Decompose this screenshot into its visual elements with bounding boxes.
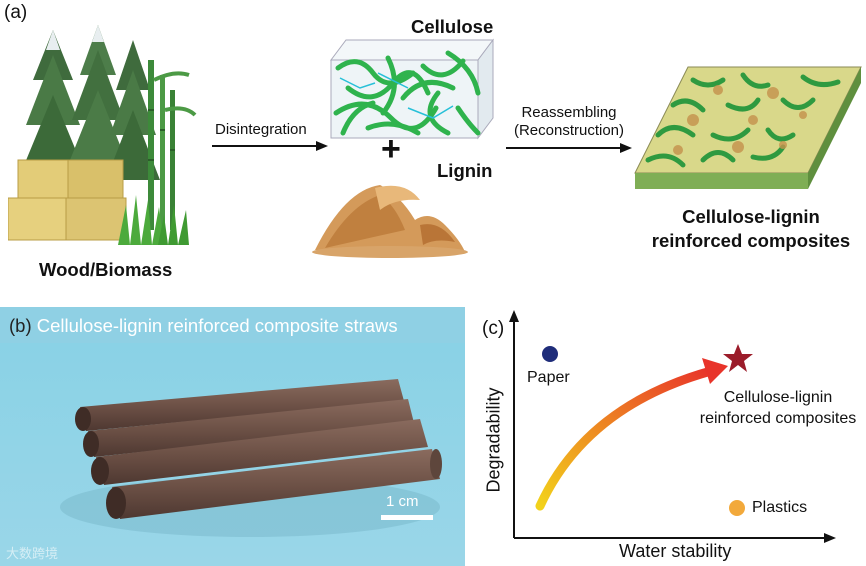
pine-trees: [20, 25, 160, 195]
composite-slab: [634, 66, 862, 189]
disintegration-label: Disintegration: [215, 121, 307, 138]
watermark: 大数跨境: [6, 546, 59, 561]
bamboo: [148, 60, 197, 235]
x-axis-label: Water stability: [619, 541, 732, 561]
photo-caption-text: Cellulose-lignin reinforced composite st…: [36, 315, 398, 336]
straws-photo: (b) Cellulose-lignin reinforced composit…: [0, 307, 465, 566]
straw: [106, 449, 442, 519]
lignin-label: Lignin: [437, 160, 493, 181]
panel-b-letter: (b): [9, 315, 32, 336]
paper-point: [542, 346, 558, 362]
plastics-point: [729, 500, 745, 516]
plastics-label: Plastics: [752, 499, 808, 516]
reassembling-line1: Reassembling: [521, 104, 617, 121]
hay-bales: [8, 159, 127, 241]
panel-c-letter: (c): [482, 318, 505, 339]
target-label: Cellulose-lignin reinforced composites: [690, 387, 866, 429]
straw: [75, 379, 404, 431]
grass: [118, 195, 189, 245]
improvement-arrow: [535, 366, 716, 511]
straws-illustration: [0, 343, 465, 566]
composite-label-line2: reinforced composites: [651, 230, 851, 251]
target-label-line2: reinforced composites: [699, 410, 857, 427]
cellulose-fiber-box: [330, 38, 494, 140]
straw: [83, 399, 414, 457]
paper-label: Paper: [527, 369, 570, 386]
photo-caption: (b) Cellulose-lignin reinforced composit…: [9, 315, 398, 337]
reassembling-label: Reassembling (Reconstruction): [500, 104, 638, 140]
reassembling-arrow: [506, 143, 632, 153]
straw: [91, 419, 428, 485]
composite-label-line1: Cellulose-lignin: [682, 206, 820, 227]
reassembling-line2: (Reconstruction): [513, 122, 625, 139]
disintegration-arrow: [212, 141, 328, 151]
scale-bar: [381, 515, 433, 520]
target-label-line1: Cellulose-lignin: [723, 389, 833, 406]
y-axis-arrowhead: [509, 310, 519, 322]
target-star: [723, 344, 753, 372]
wood-biomass-label: Wood/Biomass: [39, 259, 173, 280]
degradability-chart: [509, 310, 836, 543]
improvement-arrowhead: [702, 358, 728, 384]
x-axis-arrowhead: [824, 533, 836, 543]
wood-biomass-illustration: [8, 25, 197, 245]
composite-label: Cellulose-lignin reinforced composites: [636, 205, 866, 253]
plus-sign: +: [381, 130, 401, 168]
lignin-powder-pile: [312, 185, 468, 258]
y-axis-label: Degradability: [483, 387, 504, 493]
panel-a-letter: (a): [4, 2, 28, 23]
scale-bar-label: 1 cm: [386, 493, 419, 510]
cellulose-label: Cellulose: [411, 16, 494, 37]
